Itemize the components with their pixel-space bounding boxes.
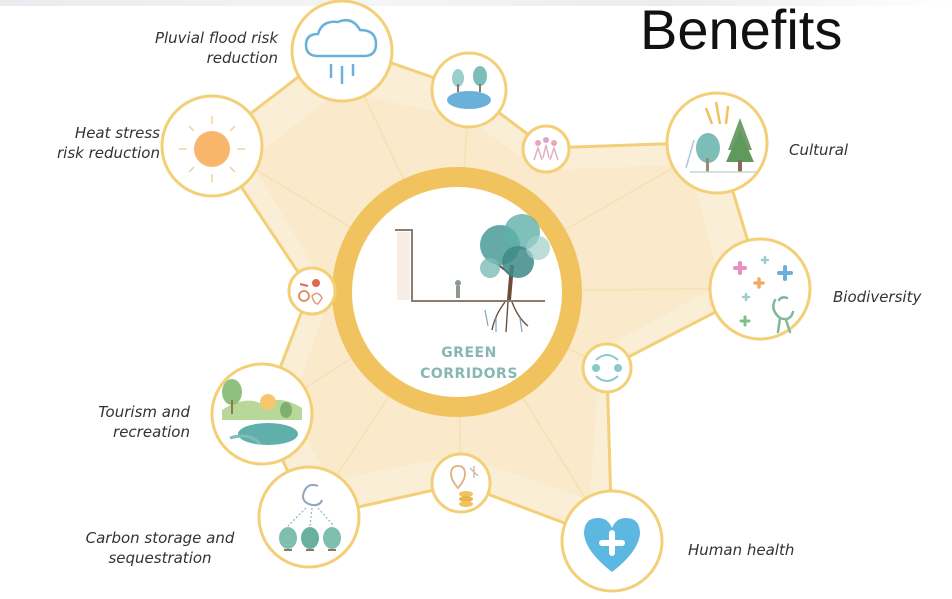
building-outline xyxy=(395,229,475,302)
tree-icon xyxy=(480,214,550,333)
person-figure xyxy=(455,280,461,286)
carbon-trees-icon xyxy=(279,483,341,551)
label-pluvial-flood: Pluvial flood risk reduction xyxy=(154,29,278,67)
node-water-trees xyxy=(430,51,508,129)
center-title-line1: GREEN xyxy=(441,345,497,361)
food-icon xyxy=(298,279,323,305)
node-pluvial-flood xyxy=(290,0,394,103)
cycle-people-icon xyxy=(592,354,622,382)
node-biodiversity xyxy=(708,237,812,341)
landscape-icon xyxy=(222,379,302,446)
label-biodiversity: Biodiversity xyxy=(833,288,922,306)
node-food xyxy=(287,266,337,316)
trees-icon xyxy=(685,101,756,173)
center-hub: GREEN CORRIDORS xyxy=(332,167,582,417)
label-heat-stress: Heat stress risk reduction xyxy=(56,124,160,162)
node-community xyxy=(521,124,571,174)
top-gradient-strip xyxy=(0,0,952,6)
node-tourism xyxy=(210,362,314,466)
label-tourism: Tourism and recreation xyxy=(98,403,190,441)
rain-cloud-icon xyxy=(304,19,378,84)
page-title: Benefits xyxy=(640,0,843,61)
heart-plus-icon xyxy=(584,518,640,572)
bird-sparkles-icon xyxy=(733,255,795,334)
pond-trees-icon xyxy=(447,66,491,109)
coins-location-icon xyxy=(450,465,479,507)
node-heat-stress xyxy=(160,94,264,198)
sun-icon xyxy=(179,116,245,182)
label-cultural: Cultural xyxy=(789,141,849,159)
center-title-line2: CORRIDORS xyxy=(420,366,518,382)
node-carbon xyxy=(257,465,361,569)
node-social-cohesion xyxy=(581,342,633,394)
label-carbon: Carbon storage and sequestration xyxy=(85,529,235,567)
label-human-health: Human health xyxy=(688,541,795,559)
people-icon xyxy=(533,137,559,161)
node-cultural xyxy=(665,91,769,195)
node-human-health xyxy=(560,489,664,593)
node-economy xyxy=(430,452,492,514)
